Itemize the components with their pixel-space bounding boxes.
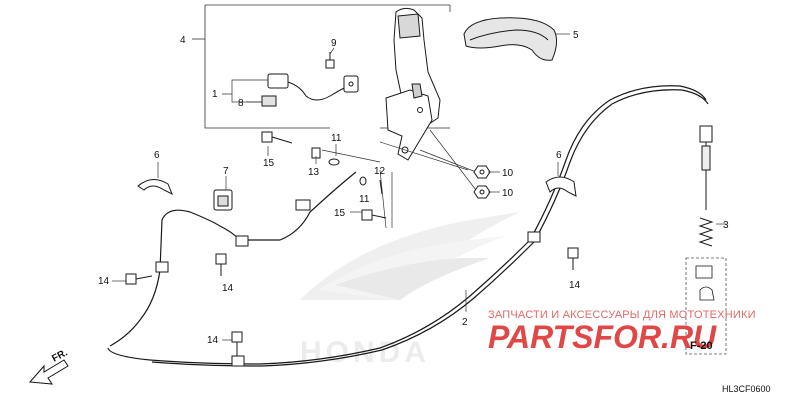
cable-brackets <box>155 199 541 367</box>
clip-8 <box>261 95 277 107</box>
screw-9 <box>325 52 335 69</box>
figure-ref-box <box>685 257 727 355</box>
brake-cable-2 <box>107 85 709 367</box>
callout-6-right: 6 <box>556 150 562 161</box>
callout-leaders <box>112 33 726 341</box>
callout-10-upper: 10 <box>502 168 514 179</box>
callout-11-upper: 11 <box>331 133 342 144</box>
callout-13: 13 <box>308 167 320 178</box>
callout-4: 4 <box>180 35 186 46</box>
callout-15-upper: 15 <box>263 158 275 169</box>
callout-9: 9 <box>331 38 337 49</box>
callout-15-lower: 15 <box>334 208 346 219</box>
callout-1: 1 <box>212 89 218 100</box>
watermark-logo: PARTSFOR.RU <box>488 319 717 355</box>
cable-adjuster-3 <box>698 125 714 247</box>
bolt-14-center <box>215 253 227 276</box>
front-direction-arrow <box>28 359 69 385</box>
clamp-7 <box>213 189 233 211</box>
callout-2: 2 <box>462 317 468 328</box>
honda-wing-background-logo <box>300 212 520 300</box>
figure-reference: F-20 <box>690 340 713 352</box>
bolt-14-right <box>567 247 579 270</box>
callout-3: 3 <box>723 220 729 231</box>
front-direction-label: FR. <box>50 347 70 364</box>
bolt-15-lower <box>361 209 387 221</box>
clamp-6-left <box>137 179 173 196</box>
diagram-code: HL3CF0600 <box>722 384 771 394</box>
washer-11-upper <box>328 158 340 166</box>
callout-14-center: 14 <box>222 283 234 294</box>
callout-7: 7 <box>223 166 229 177</box>
pin-12 <box>379 179 383 195</box>
callout-5: 5 <box>573 30 579 41</box>
clamp-6-right <box>545 176 577 197</box>
callout-11-lower: 11 <box>359 194 370 205</box>
callout-10-lower: 10 <box>502 188 514 199</box>
nut-10-lower <box>473 185 491 199</box>
leader-lines <box>321 129 477 229</box>
nut-10-upper <box>473 165 491 179</box>
lever-cover-5 <box>463 17 558 61</box>
callout-14-right: 14 <box>569 280 581 291</box>
callout-12: 12 <box>374 166 386 177</box>
watermark-tagline: ЗАПЧАСТИ И АКСЕССУАРЫ ДЛЯ МОТОТЕХНИКИ <box>488 309 756 321</box>
bolt-14-bottom <box>231 331 243 356</box>
brake-lever <box>385 7 441 161</box>
callout-14-left: 14 <box>98 276 110 287</box>
bolt-15-upper <box>261 131 293 144</box>
honda-background-text: HONDA <box>300 336 430 369</box>
callout-8: 8 <box>238 98 244 109</box>
bolt-14-left <box>125 273 153 285</box>
callout-6-left: 6 <box>154 150 160 161</box>
washer-11-lower <box>359 176 367 186</box>
callout-14-bottom: 14 <box>207 335 219 346</box>
